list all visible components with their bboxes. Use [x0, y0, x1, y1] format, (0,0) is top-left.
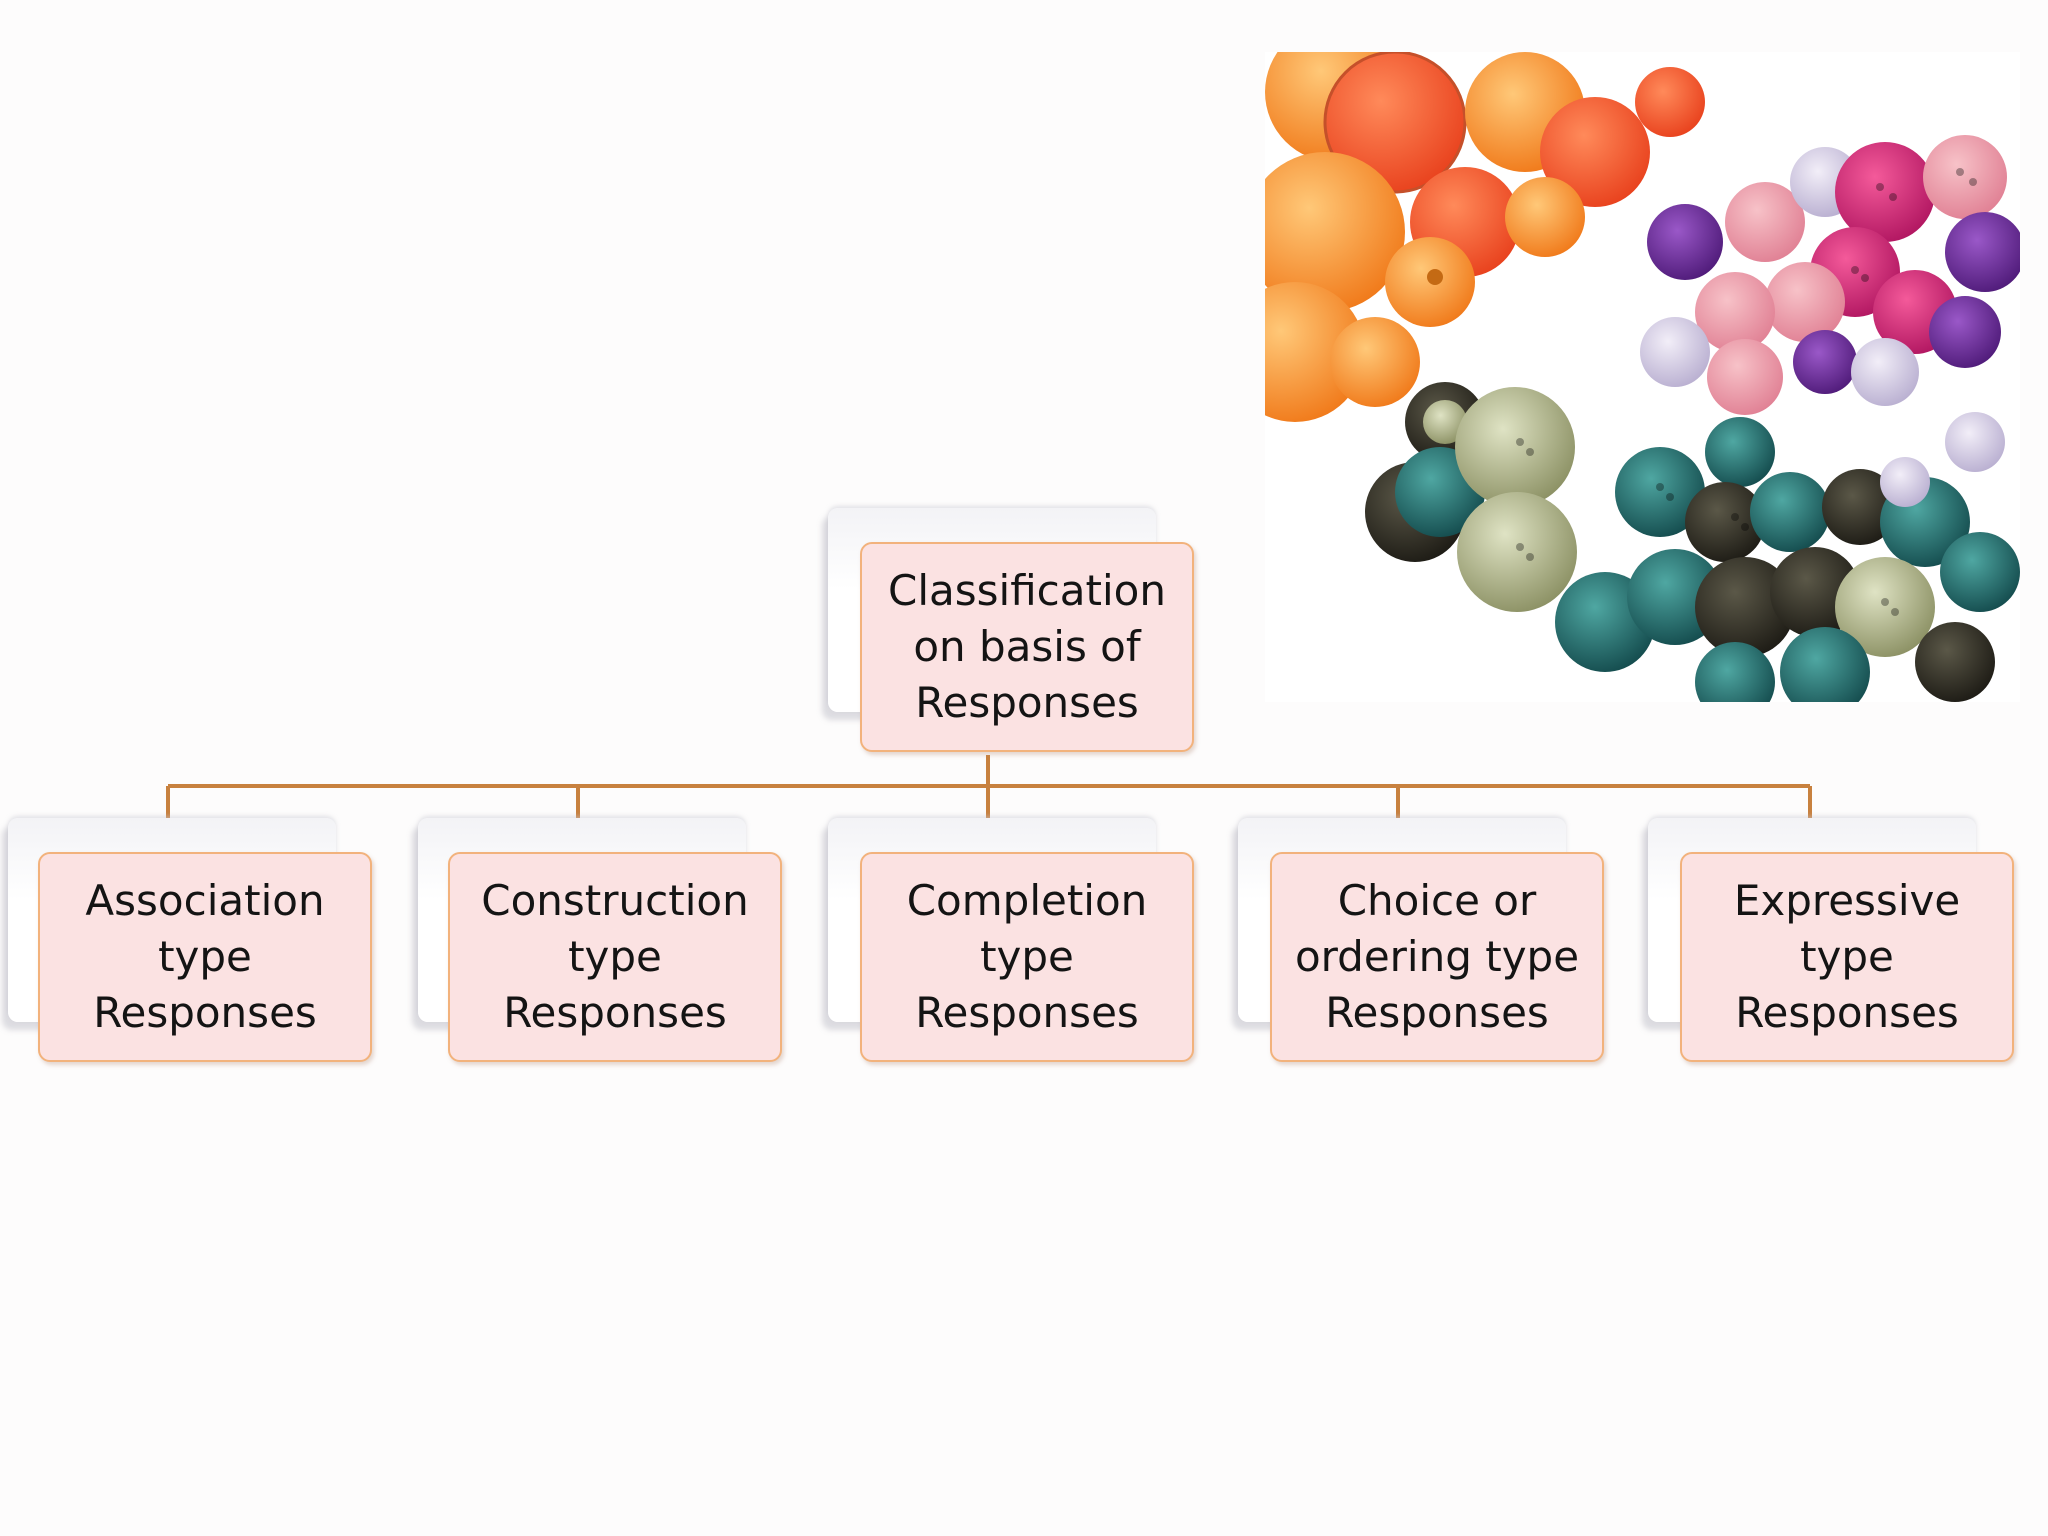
- child-node-label: Construction type Responses: [481, 876, 749, 1037]
- root-node-label: Classification on basis of Responses: [888, 566, 1166, 727]
- root-node: Classification on basis of Responses: [860, 542, 1194, 752]
- child-node-expressive: Expressive type Responses: [1680, 852, 2014, 1062]
- child-node-label: Completion type Responses: [906, 876, 1148, 1037]
- child-node-completion: Completion type Responses: [860, 852, 1194, 1062]
- child-node-label: Association type Responses: [85, 876, 325, 1037]
- child-node-choice-ordering: Choice or ordering type Responses: [1270, 852, 1604, 1062]
- buttons-photo: [1265, 52, 2020, 702]
- child-node-label: Choice or ordering type Responses: [1294, 876, 1580, 1037]
- child-node-association: Association type Responses: [38, 852, 372, 1062]
- child-node-construction: Construction type Responses: [448, 852, 782, 1062]
- child-node-label: Expressive type Responses: [1733, 876, 1961, 1037]
